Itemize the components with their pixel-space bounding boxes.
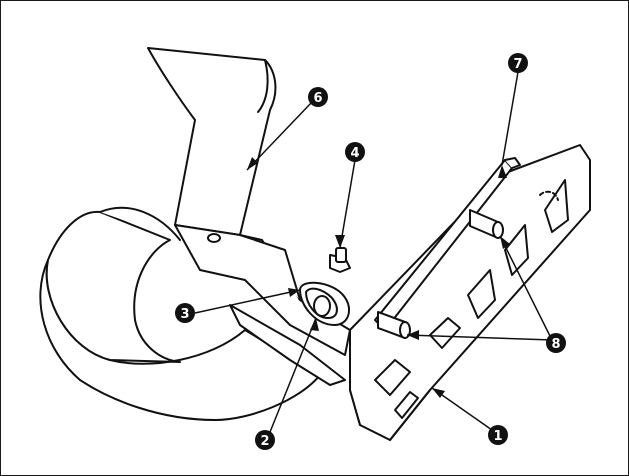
leader-line-8a xyxy=(499,235,553,341)
callout-3-number: 3 xyxy=(180,307,189,322)
callout-4-number: 4 xyxy=(350,146,359,161)
leader-lines xyxy=(194,71,553,438)
arrowhead-6 xyxy=(247,157,258,170)
callout-1: 1 xyxy=(488,425,508,445)
arrowhead-1 xyxy=(432,388,445,398)
upper-tube-part xyxy=(147,47,277,236)
callout-2-number: 2 xyxy=(260,434,269,449)
callout-6-number: 6 xyxy=(313,91,322,106)
arrowhead-8b xyxy=(407,330,419,340)
callout-7-number: 7 xyxy=(513,57,522,72)
pins xyxy=(377,209,504,339)
fastener-stack xyxy=(299,247,351,326)
arrowhead-8a xyxy=(500,236,510,249)
callout-2: 2 xyxy=(255,430,275,450)
arrowhead-4 xyxy=(335,235,345,248)
lower-pipe-part xyxy=(39,206,321,421)
callout-8-number: 8 xyxy=(551,337,560,352)
callout-1-number: 1 xyxy=(493,429,502,444)
main-plate xyxy=(349,144,591,441)
bent-bracket xyxy=(174,224,351,386)
leader-line-7 xyxy=(501,71,519,166)
arrowhead-7 xyxy=(498,165,507,178)
leader-line-3 xyxy=(194,289,301,314)
leader-line-8b xyxy=(406,334,553,341)
callout-6: 6 xyxy=(308,87,328,107)
callout-7: 7 xyxy=(508,53,528,73)
callout-3: 3 xyxy=(175,303,195,323)
arrowhead-3 xyxy=(288,288,300,297)
callout-8: 8 xyxy=(546,333,566,353)
leader-line-6 xyxy=(246,101,313,171)
leader-line-2 xyxy=(267,317,317,438)
arrowhead-2 xyxy=(310,318,319,331)
callout-4: 4 xyxy=(345,142,365,162)
arrowheads xyxy=(247,157,510,398)
leader-line-4 xyxy=(339,159,356,249)
